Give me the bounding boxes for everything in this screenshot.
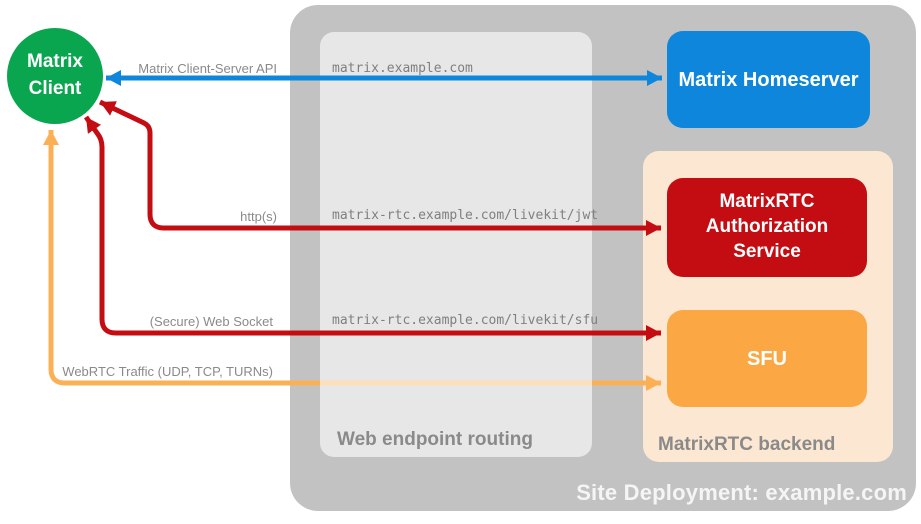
- sfu-route-label: matrix-rtc.example.com/livekit/sfu: [332, 313, 599, 328]
- websocket-edge-label: (Secure) Web Socket: [149, 314, 273, 329]
- sfu-node: SFU: [667, 310, 867, 407]
- web-endpoint-routing-label: Web endpoint routing: [337, 429, 533, 450]
- jwt-route-label: matrix-rtc.example.com/livekit/jwt: [332, 208, 599, 223]
- homeserver-route-label: matrix.example.com: [332, 61, 473, 76]
- matrix-homeserver-node: Matrix Homeserver: [667, 31, 870, 128]
- matrixrtc-authorization-service-node: MatrixRTC Authorization Service: [667, 178, 867, 277]
- webrtc-traffic-edge-label: WebRTC Traffic (UDP, TCP, TURNs): [62, 364, 273, 379]
- https-edge-label: http(s): [240, 209, 277, 224]
- client-server-api-edge-label: Matrix Client-Server API: [138, 61, 277, 76]
- matrixrtc-backend-label: MatrixRTC backend: [658, 434, 836, 455]
- matrix-client-node: Matrix Client: [7, 28, 103, 124]
- web-endpoint-routing-box: Web endpoint routing: [320, 32, 592, 457]
- site-deployment-title: Site Deployment: example.com: [576, 480, 907, 505]
